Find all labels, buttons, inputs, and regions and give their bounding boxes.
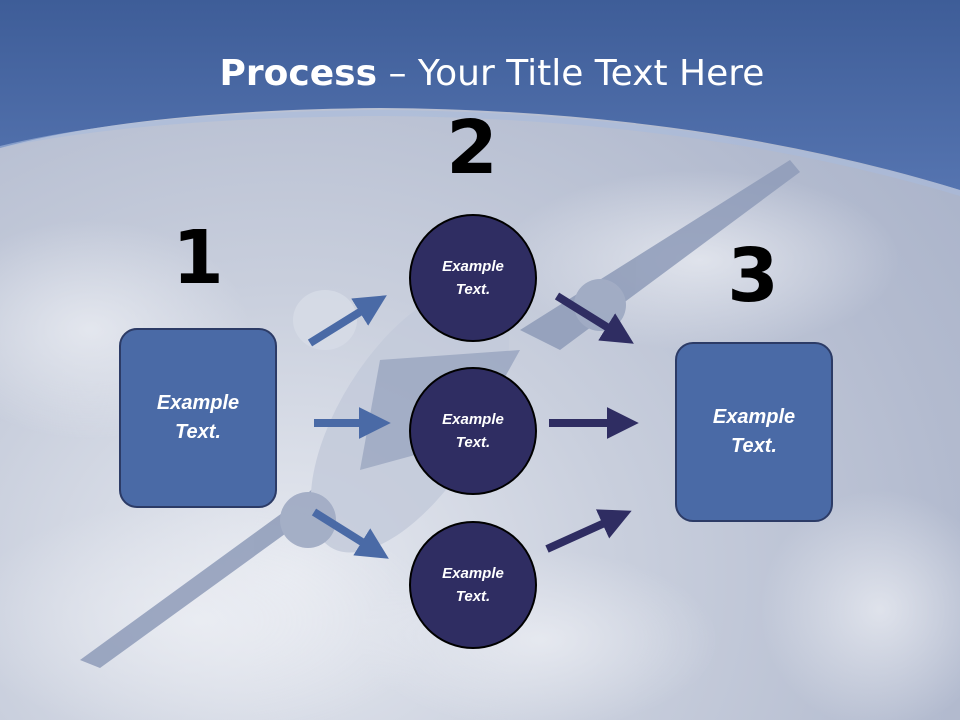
step-2-circle-bottom: Example Text. (409, 521, 537, 649)
step-number-3: 3 (727, 233, 779, 319)
circle-top-text: Example Text. (442, 258, 504, 298)
step-2-circle-top: Example Text. (409, 214, 537, 342)
arrow-1-to-bottom (311, 508, 389, 559)
header-band (0, 0, 960, 190)
slide-title: Process – Your Title Text Here (219, 53, 765, 94)
circle-bottom-text: Example Text. (442, 565, 504, 605)
arrow-bottom-to-3 (545, 509, 632, 553)
step-1-text: Example Text. (156, 392, 240, 443)
arrow-1-to-top (307, 295, 387, 347)
step-number-1: 1 (172, 215, 224, 301)
step-number-2: 2 (446, 105, 498, 191)
arrow-top-to-3 (554, 292, 634, 344)
step-3-box: Example Text. (675, 342, 833, 522)
circle-middle-text: Example Text. (442, 411, 504, 451)
clouds (0, 170, 960, 720)
step-2-circle-middle: Example Text. (409, 367, 537, 495)
step-3-text: Example Text. (712, 406, 796, 457)
step-1-box: Example Text. (119, 328, 277, 508)
